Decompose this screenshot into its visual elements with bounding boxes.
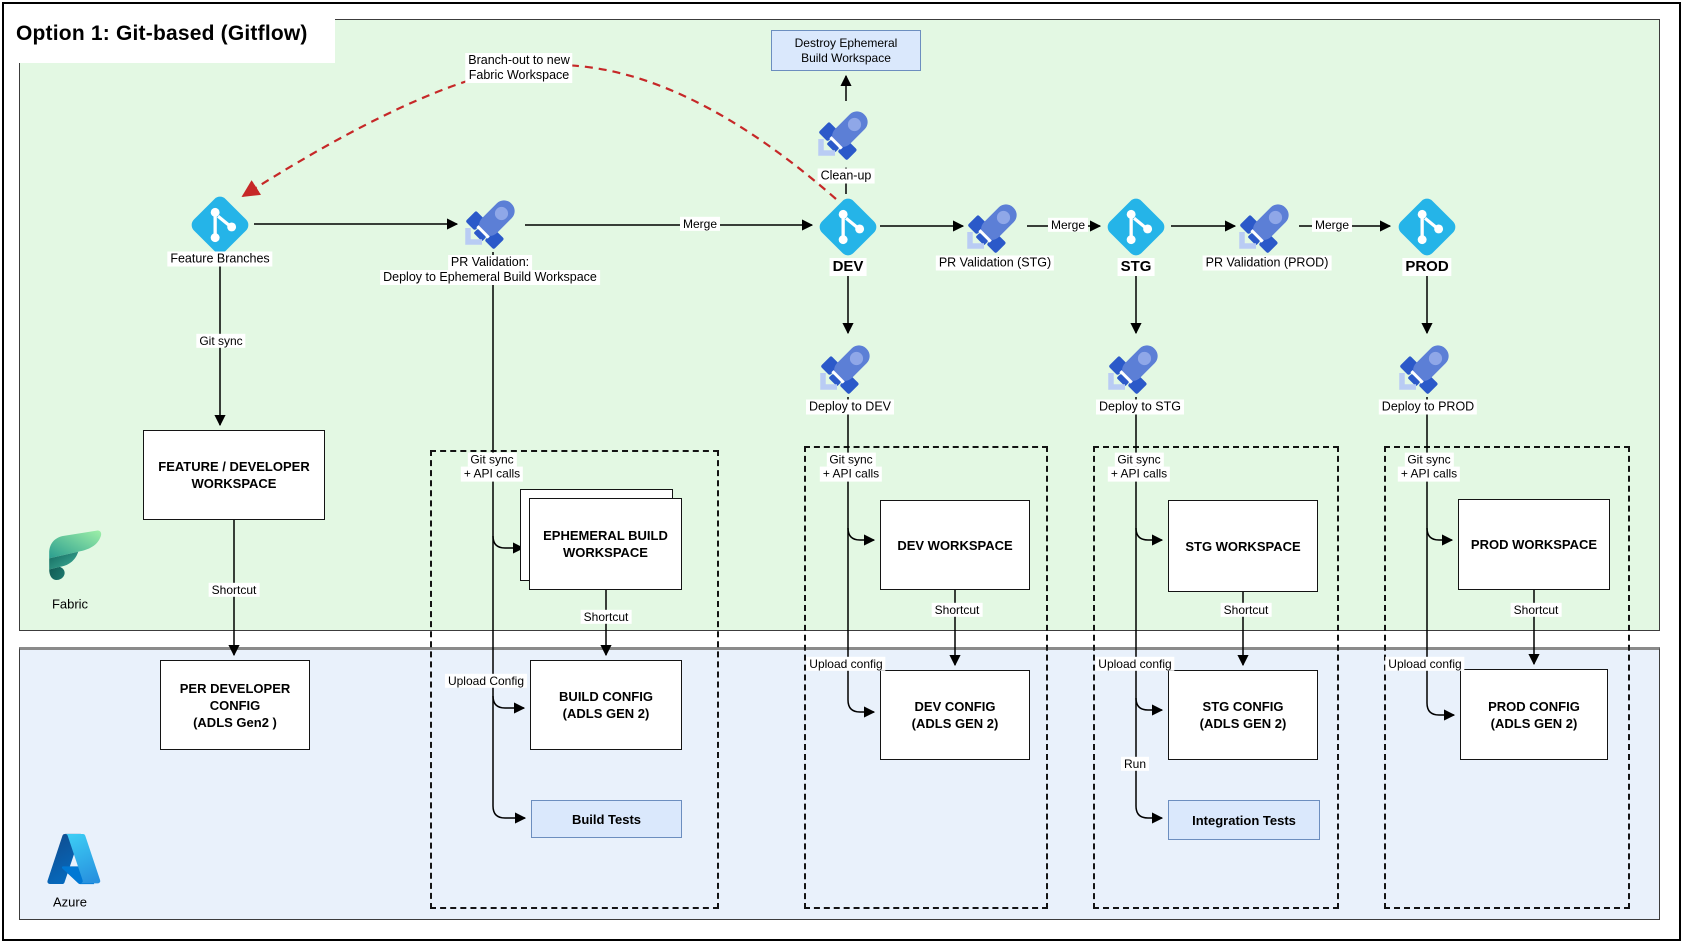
rocket-cleanup-icon — [813, 102, 879, 164]
pr-validation-prod-label: PR Validation (PROD) — [1202, 255, 1332, 271]
cleanup-label: Clean-up — [817, 168, 875, 184]
ephemeral-workspace-box: EPHEMERAL BUILD WORKSPACE — [529, 498, 682, 590]
prod-node-label: PROD — [1402, 258, 1452, 276]
git-sync-feature-label: Git sync — [196, 333, 246, 349]
shortcut-build-label: Shortcut — [580, 609, 632, 625]
upload-config-prod-label: Upload config — [1385, 656, 1465, 672]
branch-out-arrow — [241, 63, 837, 200]
upload-config-dev-label: Upload config — [806, 656, 886, 672]
destroy-ephemeral-box: Destroy Ephemeral Build Workspace — [771, 30, 921, 71]
deploy-to-stg-label: Deploy to STG — [1096, 399, 1184, 415]
rocket-pr-validation-prod-icon — [1234, 195, 1300, 257]
pr-validation-stg-label: PR Validation (STG) — [935, 255, 1055, 271]
build-config-box: BUILD CONFIG (ADLS GEN 2) — [530, 660, 682, 750]
rocket-deploy-dev-icon — [815, 336, 881, 398]
stg-config-box: STG CONFIG (ADLS GEN 2) — [1168, 670, 1318, 760]
stg-workspace-box: STG WORKSPACE — [1168, 500, 1318, 592]
dev-workspace-box: DEV WORKSPACE — [880, 500, 1030, 590]
upload-config-build-label: Upload Config — [444, 673, 528, 689]
shortcut-prod-label: Shortcut — [1510, 602, 1562, 618]
merge-label-1: Merge — [679, 216, 721, 232]
upload-config-stg-label: Upload config — [1095, 656, 1175, 672]
git-node-feature-icon — [188, 193, 252, 257]
shortcut-stg-label: Shortcut — [1220, 602, 1272, 618]
azure-label: Azure — [53, 894, 87, 910]
page-title: Option 1: Git-based (Gitflow) — [16, 21, 308, 45]
deploy-to-prod-label: Deploy to PROD — [1378, 399, 1478, 415]
rocket-deploy-prod-icon — [1394, 336, 1460, 398]
rocket-deploy-stg-icon — [1103, 336, 1169, 398]
git-sync-dev-label: Git sync+ API calls — [819, 452, 883, 482]
per-developer-config-box: PER DEVELOPER CONFIG (ADLS Gen2 ) — [160, 660, 310, 750]
fabric-lane — [19, 19, 1660, 631]
title-box: Option 1: Git-based (Gitflow) — [4, 4, 335, 63]
build-tests-box: Build Tests — [531, 800, 682, 838]
prod-workspace-box: PROD WORKSPACE — [1458, 499, 1610, 590]
feature-branches-label: Feature Branches — [167, 251, 273, 267]
stg-column-boundary — [1093, 446, 1339, 909]
fabric-logo — [49, 530, 102, 581]
feature-workspace-box: FEATURE / DEVELOPER WORKSPACE — [143, 430, 325, 520]
git-node-prod-icon — [1395, 195, 1459, 259]
stg-node-label: STG — [1117, 258, 1155, 276]
dev-column-boundary — [804, 446, 1048, 909]
merge-label-3: Merge — [1311, 217, 1353, 233]
git-sync-stg-label: Git sync+ API calls — [1107, 452, 1171, 482]
git-node-stg-icon — [1104, 195, 1168, 259]
dev-config-box: DEV CONFIG (ADLS GEN 2) — [880, 670, 1030, 760]
ephemeral-column-boundary — [430, 450, 719, 909]
git-sync-build-label: Git sync+ API calls — [460, 452, 524, 482]
integration-tests-box: Integration Tests — [1168, 800, 1320, 840]
fabric-label: Fabric — [51, 596, 89, 612]
run-label: Run — [1120, 756, 1150, 772]
branch-out-annotation: Branch-out to new Fabric Workspace — [465, 53, 573, 83]
shortcut-feature-label: Shortcut — [208, 582, 260, 598]
git-node-dev-icon — [816, 195, 880, 259]
deploy-to-dev-label: Deploy to DEV — [806, 399, 894, 415]
prod-column-boundary — [1384, 446, 1630, 909]
merge-label-2: Merge — [1047, 217, 1089, 233]
rocket-pr-validation-stg-icon — [962, 195, 1028, 257]
git-sync-prod-label: Git sync+ API calls — [1397, 452, 1461, 482]
dev-node-label: DEV — [829, 258, 867, 276]
shortcut-dev-label: Shortcut — [931, 602, 983, 618]
prod-config-box: PROD CONFIG (ADLS GEN 2) — [1460, 669, 1608, 760]
azure-logo — [47, 833, 101, 885]
rocket-pr-validation-dev-icon — [460, 191, 526, 253]
pr-validation-dev-label: PR Validation: Deploy to Ephemeral Build… — [380, 255, 600, 285]
